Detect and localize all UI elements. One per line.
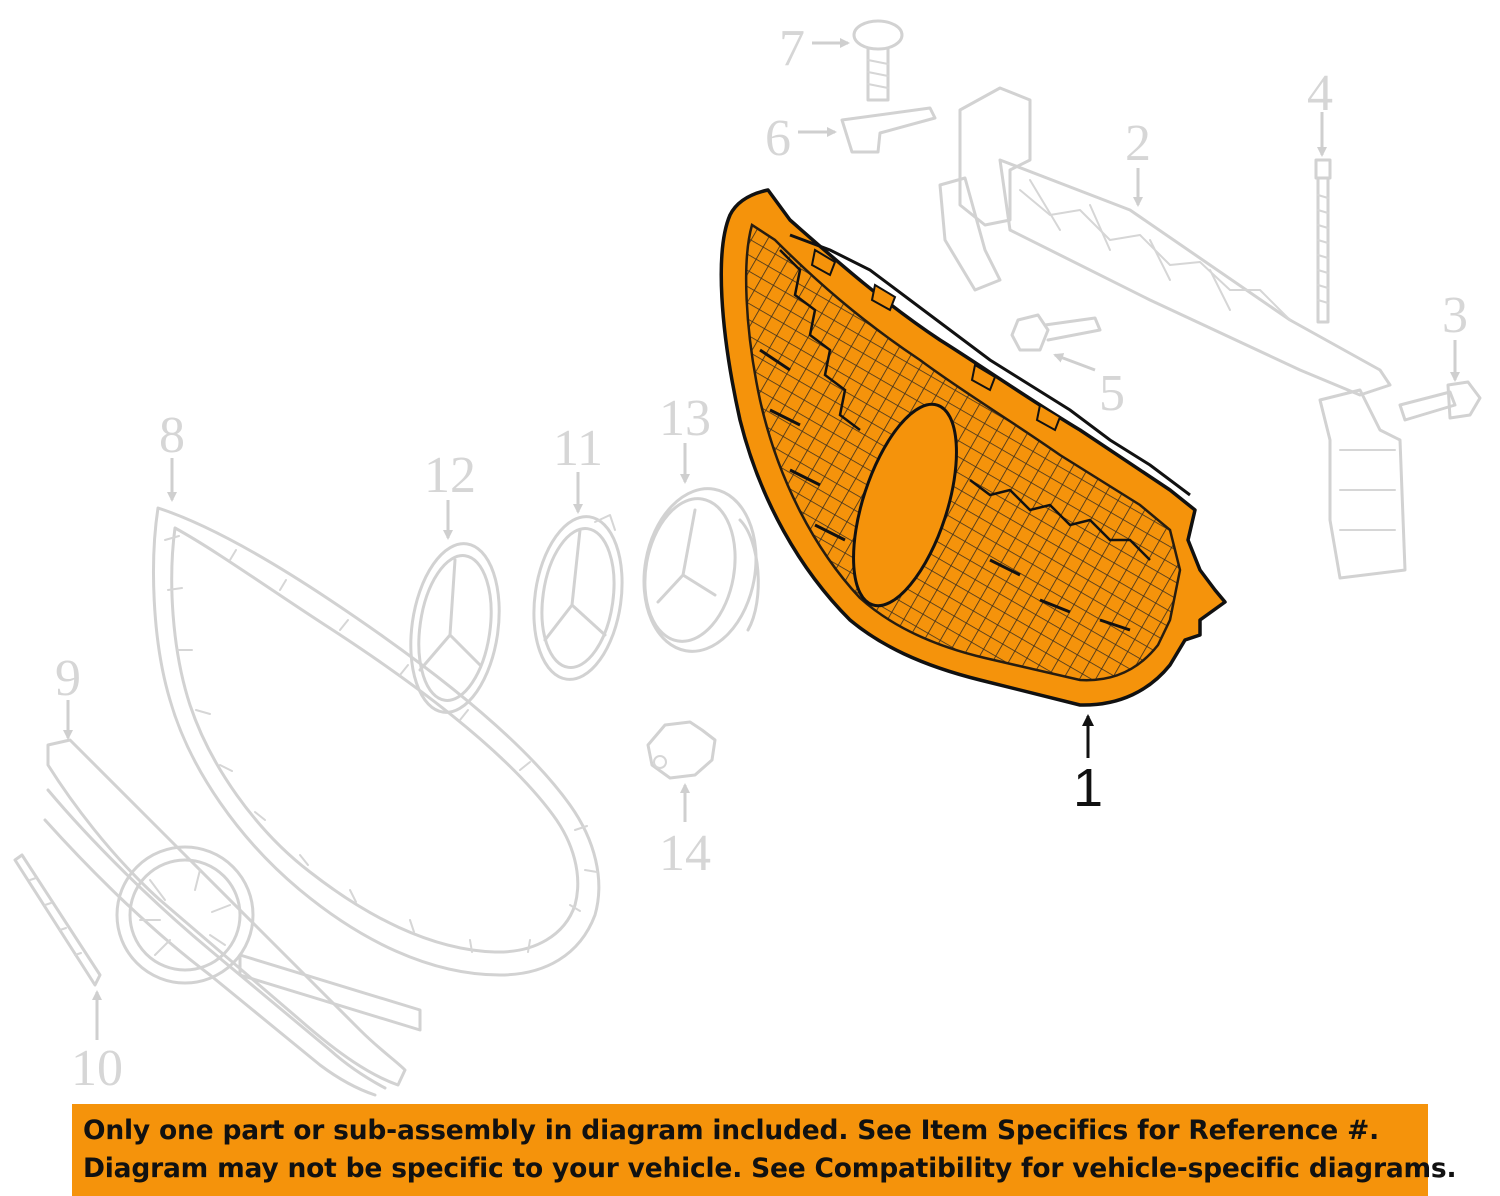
callout-5: 5 — [1099, 365, 1125, 422]
disclaimer-line-1: Only one part or sub-assembly in diagram… — [83, 1115, 1379, 1146]
part-7-screw — [852, 19, 904, 102]
callout-4: 4 — [1307, 65, 1333, 122]
callout-1: 1 — [1073, 758, 1103, 818]
callout-2: 2 — [1125, 115, 1151, 172]
part-3-bolt — [1398, 380, 1482, 422]
callout-8: 8 — [159, 407, 185, 464]
part-6-bracket — [840, 106, 937, 154]
disclaimer-line-2: Diagram may not be specific to your vehi… — [83, 1153, 1457, 1184]
part-14-clip — [646, 720, 717, 780]
part-5-bolt — [1010, 313, 1102, 352]
callout-12: 12 — [424, 447, 476, 504]
part-8-grille-frame — [152, 506, 601, 977]
callout-10: 10 — [71, 1040, 123, 1097]
disclaimer-banner: Only one part or sub-assembly in diagram… — [72, 1104, 1457, 1196]
part-2-support-assembly — [938, 86, 1407, 580]
callout-11: 11 — [553, 420, 603, 477]
part-11-star-emblem — [532, 514, 624, 681]
part-13-emblem-housing — [642, 487, 760, 653]
callout-3: 3 — [1442, 287, 1468, 344]
part-1-grille-insert — [719, 188, 1227, 707]
callout-9: 9 — [55, 650, 81, 707]
callout-6: 6 — [765, 110, 791, 167]
part-10-trim-strip — [13, 853, 102, 987]
part-9-louver — [43, 738, 422, 1097]
part-12-emblem — [409, 542, 501, 714]
callout-13: 13 — [659, 390, 711, 447]
callout-14: 14 — [659, 825, 711, 882]
callout-leaders — [63, 38, 1460, 1040]
callout-7: 7 — [779, 20, 805, 77]
part-4-long-bolt — [1314, 158, 1332, 324]
